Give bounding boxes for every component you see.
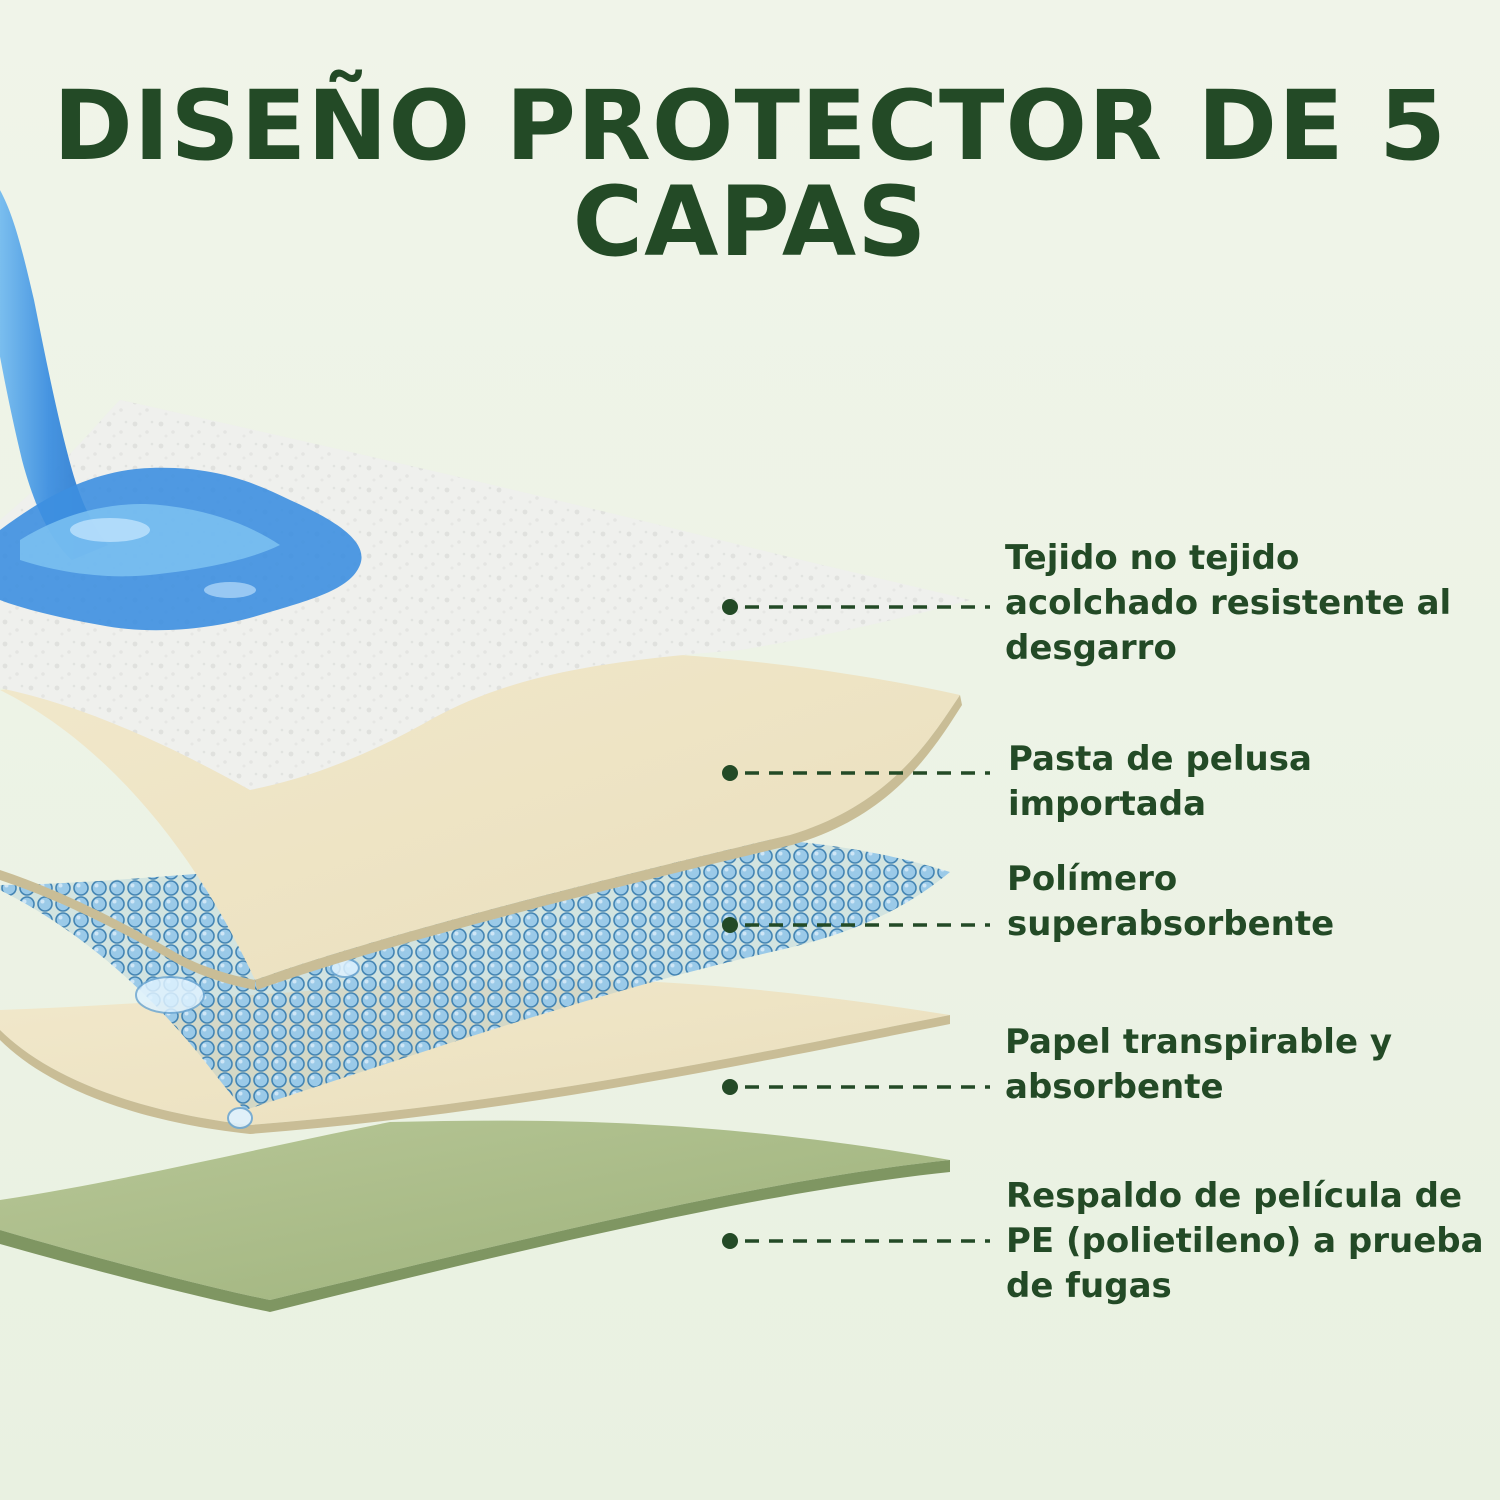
leader-line-polymer	[722, 917, 990, 933]
label-line: Tejido no tejido	[1005, 538, 1300, 578]
label-fluff-pulp: Pasta de pelusa importada	[1008, 737, 1312, 827]
label-line: superabsorbente	[1007, 904, 1335, 944]
label-pe-film: Respaldo de película de PE (polietileno)…	[1006, 1174, 1484, 1309]
pe-film-layer-shape	[0, 1120, 950, 1312]
leader-line-fluff-pulp	[722, 765, 990, 781]
label-line: Pasta de pelusa	[1008, 739, 1312, 779]
label-paper: Papel transpirable y absorbente	[1005, 1020, 1392, 1110]
leader-line-pe-film	[722, 1233, 990, 1249]
label-nonwoven: Tejido no tejido acolchado resistente al…	[1005, 536, 1451, 671]
label-polymer: Polímero superabsorbente	[1007, 857, 1334, 947]
label-line: Papel transpirable y	[1005, 1022, 1392, 1062]
leader-lines	[722, 599, 990, 1249]
label-line: de fugas	[1006, 1266, 1172, 1306]
page-title: DISEÑO PROTECTOR DE 5 CAPAS	[0, 78, 1500, 270]
label-line: PE (polietileno) a prueba	[1006, 1221, 1484, 1261]
label-line: Respaldo de película de	[1006, 1176, 1463, 1216]
leader-line-paper	[722, 1079, 990, 1095]
leader-line-nonwoven	[722, 599, 990, 615]
title-line-2: CAPAS	[572, 166, 928, 278]
label-line: absorbente	[1005, 1067, 1224, 1107]
label-line: Polímero	[1007, 859, 1178, 899]
liquid-stream-shape	[0, 190, 362, 631]
label-line: desgarro	[1005, 628, 1177, 668]
title-line-1: DISEÑO PROTECTOR DE 5	[53, 70, 1447, 182]
label-line: acolchado resistente al	[1005, 583, 1452, 623]
label-line: importada	[1008, 784, 1207, 824]
